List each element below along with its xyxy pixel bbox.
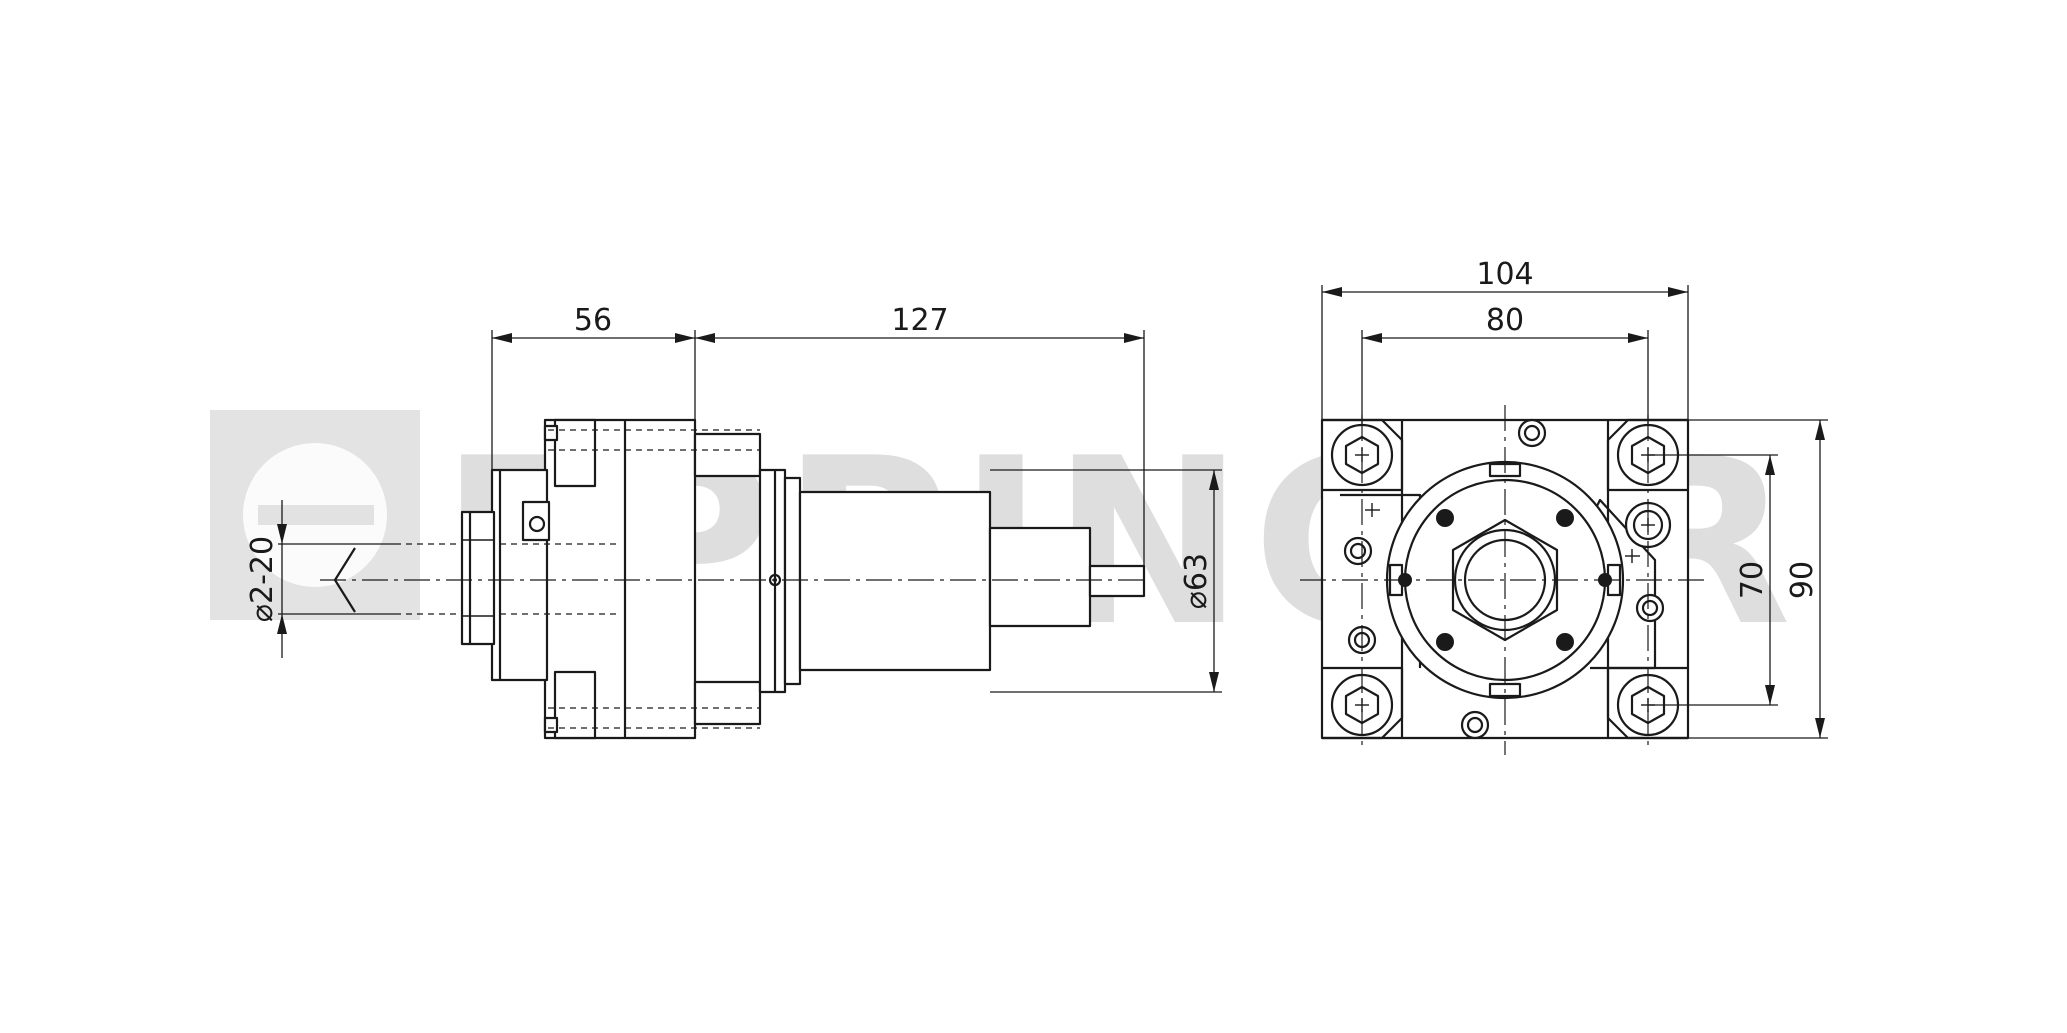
dim-56-label: 56 [574, 303, 612, 338]
front-view [1300, 405, 1710, 755]
side-top-clamp [553, 418, 597, 488]
side-dimensions: 56 127 ⌀2-20 ⌀63 [245, 303, 1222, 693]
side-view [320, 418, 1150, 740]
front-small-screw-top [1517, 418, 1547, 448]
side-rear-spindle [988, 526, 1092, 628]
front-small-screw-bottom [1460, 710, 1490, 740]
front-dimensions: 104 80 70 90 [1321, 257, 1828, 739]
front-small-screw-left-upper [1343, 536, 1373, 566]
dim-collet-label: ⌀2-20 [245, 536, 280, 622]
side-bottom-clamp [553, 670, 597, 740]
side-collet-nut [460, 510, 496, 646]
dim-70-label: 70 [1735, 561, 1770, 599]
dim-80-label: 80 [1486, 303, 1524, 338]
side-lube-port [768, 573, 782, 587]
side-top-pin [693, 432, 762, 478]
dim-90-label: 90 [1785, 561, 1820, 599]
side-body-collar [758, 468, 787, 694]
side-body [798, 490, 992, 672]
dim-104-label: 104 [1476, 257, 1533, 292]
side-bottom-pin [693, 680, 762, 726]
side-drive-shaft [1088, 564, 1146, 598]
front-small-screw-right [1635, 593, 1665, 623]
dim-127-label: 127 [891, 303, 948, 338]
side-adjust-screw [521, 500, 551, 542]
dim-63-label: ⌀63 [1179, 553, 1214, 609]
